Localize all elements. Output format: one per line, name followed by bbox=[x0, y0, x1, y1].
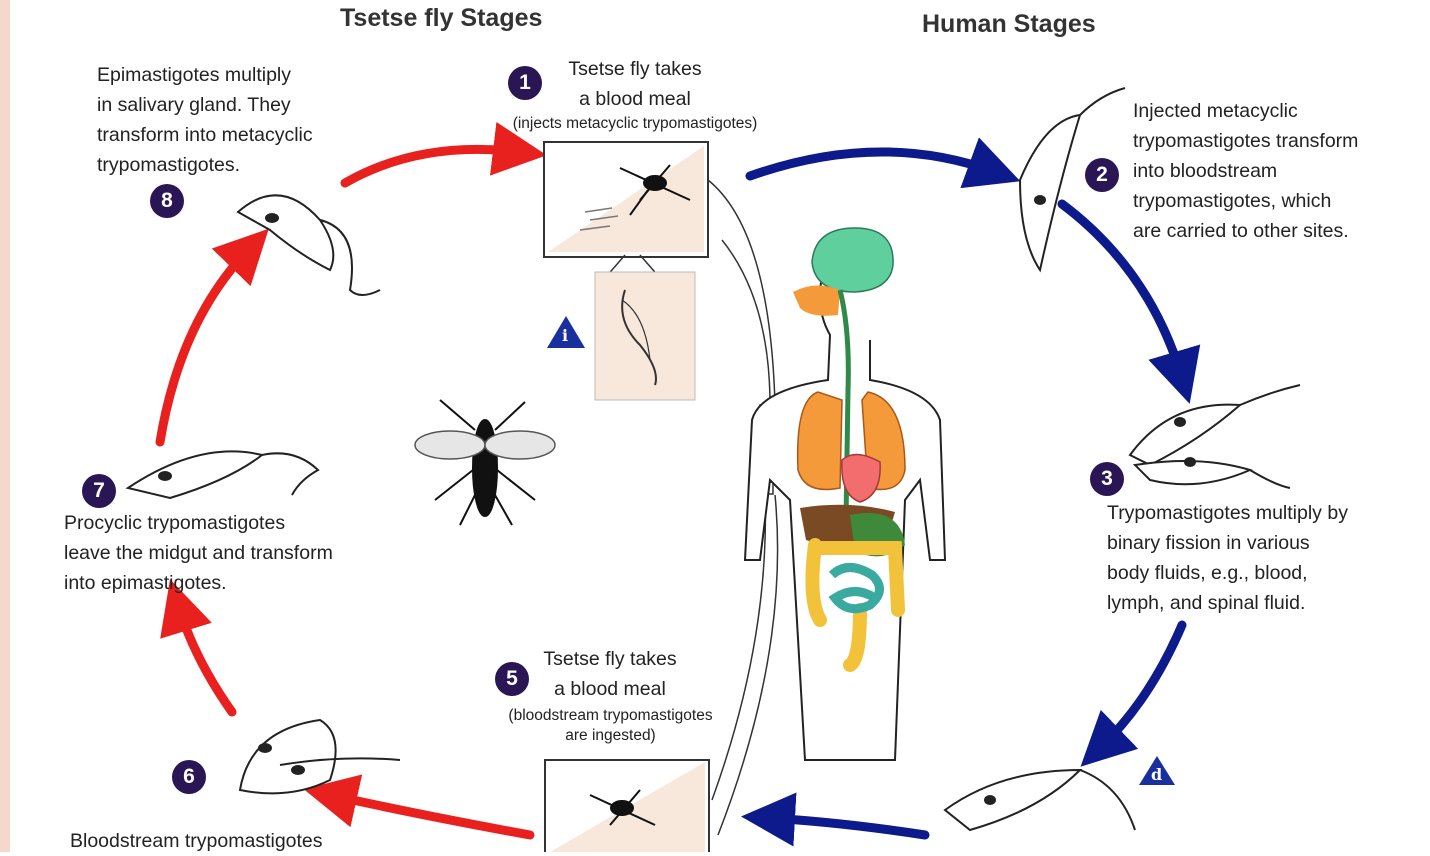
step-3-line-1: Trypomastigotes multiply by bbox=[1107, 498, 1407, 528]
step-3-badge: 3 bbox=[1090, 462, 1124, 496]
step-7-text: Procyclic trypomastigotes leave the midg… bbox=[64, 508, 404, 598]
step-2-text: Injected metacyclic trypomastigotes tran… bbox=[1133, 96, 1423, 246]
step-2-badge: 2 bbox=[1085, 158, 1119, 192]
step-1-badge: 1 bbox=[508, 66, 542, 100]
step-5-note-line-1: (bloodstream trypomastigotes bbox=[478, 706, 743, 726]
step-5-line-2: a blood meal bbox=[515, 674, 705, 704]
step-5-note: (bloodstream trypomastigotes are ingeste… bbox=[478, 706, 743, 746]
step-2-line-3: into bloodstream bbox=[1133, 156, 1423, 186]
step-8-line-2: in salivary gland. They bbox=[97, 90, 387, 120]
step-2-line-2: trypomastigotes transform bbox=[1133, 126, 1423, 156]
infective-stage-label: i bbox=[562, 326, 568, 345]
arrow-1-to-2 bbox=[750, 152, 995, 176]
step-8-line-3: transform into metacyclic bbox=[97, 120, 387, 150]
tsetse-stages-heading: Tsetse fly Stages bbox=[340, 4, 542, 33]
step-5-line-1: Tsetse fly takes bbox=[515, 644, 705, 674]
arrow-6-to-7 bbox=[178, 605, 232, 712]
brain bbox=[812, 228, 893, 292]
step-1-note: (injects metacyclic trypomastigotes) bbox=[470, 114, 800, 134]
human-stages-heading: Human Stages bbox=[922, 10, 1096, 39]
step-3-line-2: binary fission in various bbox=[1107, 528, 1407, 558]
trypanosome-inset bbox=[595, 272, 695, 400]
diagnostic-stage-label: d bbox=[1151, 765, 1162, 784]
step-2-line-5: are carried to other sites. bbox=[1133, 216, 1423, 246]
human-body-icon bbox=[745, 228, 945, 760]
step-7-line-1: Procyclic trypomastigotes bbox=[64, 508, 404, 538]
tsetse-fly-icon bbox=[415, 400, 555, 525]
arrow-3-to-4 bbox=[1100, 625, 1182, 748]
step-8-line-1: Epimastigotes multiply bbox=[97, 60, 387, 90]
lungs-left bbox=[798, 392, 842, 490]
step-8-badge: 8 bbox=[150, 184, 184, 218]
step-8-line-4: trypomastigotes. bbox=[97, 150, 387, 180]
step-1-line-2: a blood meal bbox=[540, 84, 730, 114]
arrow-4-to-5 bbox=[768, 818, 925, 835]
step-2-line-1: Injected metacyclic bbox=[1133, 96, 1423, 126]
step-5-text: Tsetse fly takes a blood meal bbox=[515, 644, 705, 704]
step-7-line-2: leave the midgut and transform bbox=[64, 538, 404, 568]
step-5-note-line-2: are ingested) bbox=[478, 726, 743, 746]
step-6-badge: 6 bbox=[172, 760, 206, 794]
step-7-badge: 7 bbox=[82, 474, 116, 508]
step-3-line-4: lymph, and spinal fluid. bbox=[1107, 588, 1407, 618]
blood-meal-inset-5 bbox=[545, 760, 709, 852]
step-3-text: Trypomastigotes multiply by binary fissi… bbox=[1107, 498, 1407, 618]
step-3-line-3: body fluids, e.g., blood, bbox=[1107, 558, 1407, 588]
step-2-line-4: trypomastigotes, which bbox=[1133, 186, 1423, 216]
step-1-line-1: Tsetse fly takes bbox=[540, 54, 730, 84]
step-8-text: Epimastigotes multiply in salivary gland… bbox=[97, 60, 387, 180]
step-1-text: Tsetse fly takes a blood meal bbox=[540, 54, 730, 114]
nasal-cavity bbox=[793, 285, 840, 315]
blood-meal-inset-1 bbox=[544, 142, 708, 278]
step-7-line-3: into epimastigotes. bbox=[64, 568, 404, 598]
arrow-7-to-8 bbox=[160, 248, 250, 442]
